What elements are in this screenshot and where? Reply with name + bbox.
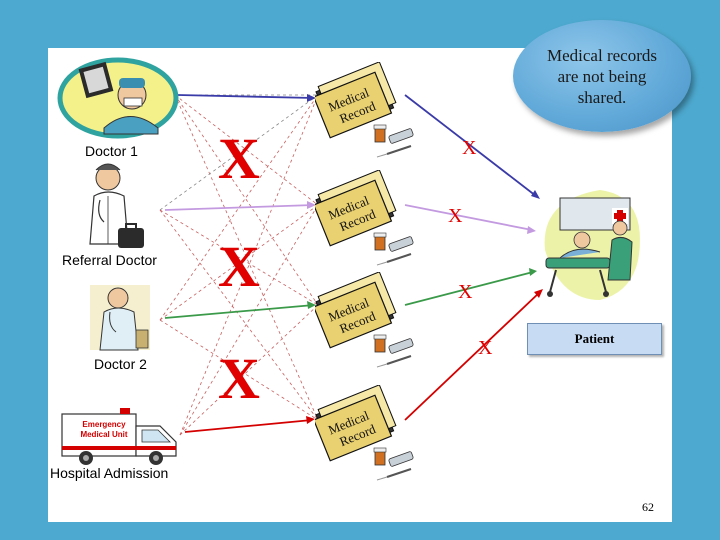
dashed-link [159,209,319,421]
dashed-link [159,204,319,321]
page-number: 62 [642,500,654,514]
arrow-record4-patient [404,291,541,421]
hospital-admission-label: Hospital Admission [50,465,169,481]
dashed-link [174,94,319,206]
medicine-icon [373,447,414,481]
arrowhead [307,201,316,209]
medicine-icon [373,124,414,158]
doctor2-icon [90,285,150,351]
arrow-hospital-record [184,419,313,433]
dashed-link [179,304,319,436]
doctor2-label: Doctor 2 [94,356,147,372]
dashed-link [159,94,319,211]
dashed-link [174,94,319,421]
blocked-mark-large: X [218,234,260,299]
patient-label-box: Patient [527,323,662,355]
record-to-patient-arrows [404,94,543,421]
arrow-referral-record [164,204,315,211]
ambulance-icon [61,408,177,465]
arrow-doctor1-record [177,94,315,99]
dashed-link [159,94,319,321]
arrowhead [529,268,537,276]
blocked-mark-small: X [478,337,493,359]
blocked-mark-small: X [458,281,473,303]
referral-doctor-icon [89,163,144,248]
arrowhead [531,190,540,199]
callout-bubble: Medical records are not being shared. [513,20,691,132]
arrowhead [307,301,316,309]
callout-text: Medical records are not being shared. [547,45,657,107]
blocked-mark-large: X [218,346,260,411]
arrowhead [307,94,316,102]
blocked-mark-small: X [448,205,463,227]
dashed-link [179,94,319,436]
referral-doctor-label: Referral Doctor [62,252,157,268]
ambulance-text-line1: Emergency [82,420,126,429]
doctor1-icon [57,57,179,139]
medicine-icon [373,232,414,266]
blocked-mark-small: X [462,137,477,159]
arrowhead [527,226,536,234]
dashed-link [179,204,319,436]
ambulance-text-line2: Medical Unit [80,430,128,439]
arrow-record2-patient [404,204,533,231]
dashed-link [159,209,319,306]
dashed-link [159,319,319,421]
arrow-doctor2-record [164,304,315,319]
arrowhead [534,289,543,298]
patient-label: Patient [574,331,615,346]
medicine-icon [373,334,414,368]
arrow-record3-patient [404,271,534,306]
patient-icon [544,190,640,300]
dashed-cross-links [159,94,319,436]
arrow-record1-patient [404,94,537,197]
dashed-link [174,94,319,306]
blocked-mark-large: X [218,126,260,191]
doctor1-label: Doctor 1 [85,143,138,159]
arrowhead [306,416,315,424]
ambulance-side-text: Emergency Medical Unit [74,420,134,440]
actor-to-record-arrows [164,94,316,433]
